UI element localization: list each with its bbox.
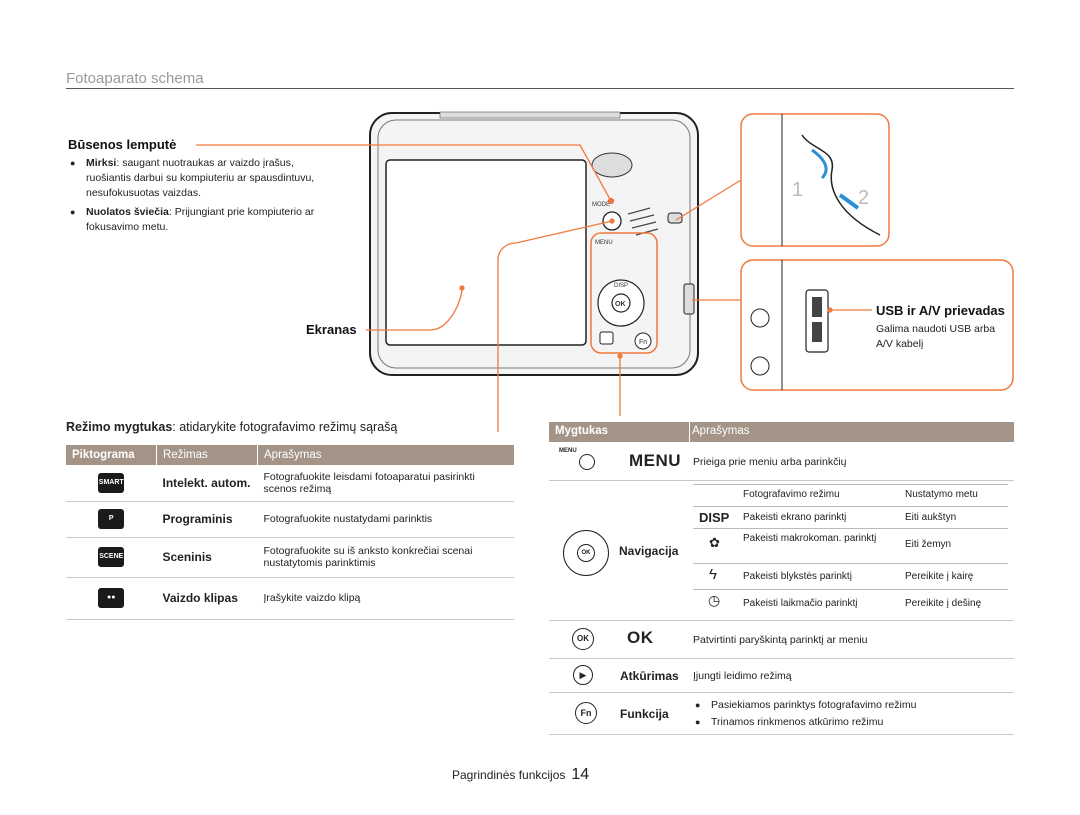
subtable-rule <box>693 528 1008 529</box>
mode-table-header: Režimas <box>156 445 258 465</box>
smart-auto-icon: SMART <box>98 472 125 493</box>
table-row: OK Navigacija Fotografavimo režimu Nusta… <box>549 480 1014 621</box>
mode-description: Fotografuokite su iš anksto konkrečiai s… <box>257 537 514 578</box>
page-footer: Pagrindinės funkcijos 14 <box>452 766 589 784</box>
menu-label: MENU <box>629 451 682 470</box>
nav-shooting-desc: Pakeisti blykstės parinktį <box>743 571 852 582</box>
subtable-rule <box>693 506 1008 507</box>
page-number: 14 <box>571 766 590 783</box>
menu-text: MENU <box>595 240 613 246</box>
disp-text: DISP <box>614 283 628 289</box>
mode-description: Fotografuokite leisdami fotoaparatui pas… <box>257 465 514 502</box>
table-row: OK OK Patvirtinti paryškintą parinktį ar… <box>549 620 1014 659</box>
strap-inset: 1 2 <box>740 113 890 247</box>
camera-body <box>369 111 699 376</box>
lcd-screen <box>385 159 587 346</box>
macro-icon: ✿ <box>709 535 720 550</box>
mode-name: Vaizdo klipas <box>156 577 258 620</box>
status-light-item: Mirksi: saugant nuotraukas ar vaizdo įra… <box>68 156 318 201</box>
status-light-heading: Būsenos lemputė <box>68 137 177 152</box>
status-light-item: Nuolatos šviečia: Prijungiant prie kompi… <box>68 205 318 235</box>
nav-setting-desc: Eiti žemyn <box>905 539 952 550</box>
button-table-header-cell: Aprašymas <box>692 425 750 437</box>
camera-diagram: MODE MENU DISP OK Fn 1 2 <box>196 111 1014 432</box>
table-row: SMART Intelekt. autom. Fotografuokite le… <box>66 465 514 502</box>
mode-table-header: Aprašymas <box>257 445 514 465</box>
page-title: Fotoaparato schema <box>66 70 204 87</box>
nav-setting-desc: Eiti aukštyn <box>905 512 957 523</box>
footer-section: Pagrindinės funkcijos <box>452 768 566 782</box>
button-table-header: Mygtukas Aprašymas <box>549 422 1014 442</box>
disp-icon: DISP <box>699 510 730 525</box>
header-divider <box>689 422 690 442</box>
fn-button-icon: Fn <box>575 702 597 724</box>
function-item: Pasiekiamos parinktys fotografavimo reži… <box>693 697 1013 714</box>
subtable-rule <box>693 563 1008 564</box>
mode-name: Programinis <box>156 501 258 538</box>
nav-setting-desc: Pereikite į kairę <box>905 571 974 582</box>
subtable-header: Nustatymo metu <box>905 489 978 500</box>
table-row: Fn Funkcija Pasiekiamos parinktys fotogr… <box>549 692 1014 735</box>
title-divider <box>66 88 1014 89</box>
timer-icon: ◷ <box>708 592 721 608</box>
menu-description: Prieiga prie meniu arba parinkčių <box>693 456 847 468</box>
mode-name: Intelekt. autom. <box>156 465 258 502</box>
scene-icon: SCENE <box>98 547 125 567</box>
status-light-list: Mirksi: saugant nuotraukas ar vaizdo įra… <box>68 156 318 235</box>
function-label: Funkcija <box>620 707 669 721</box>
status-light-callout <box>196 144 612 202</box>
table-row: SCENE Sceninis Fotografuokite su iš anks… <box>66 537 514 578</box>
mode-text: MODE <box>592 202 610 208</box>
nav-shooting-desc: Pakeisti makrokoman. parinktį <box>743 533 877 544</box>
nav-shooting-desc: Pakeisti ekrano parinktį <box>743 512 847 523</box>
program-icon: P <box>98 509 125 529</box>
mode-button-caption: Režimo mygtukas: atidarykite fotografavi… <box>66 420 398 434</box>
playback-icon: ▶ <box>573 665 593 685</box>
nav-ok-icon: OK <box>577 544 595 562</box>
menu-button-icon <box>579 454 595 470</box>
table-row: ●● Vaizdo klipas Įrašykite vaizdo klipą <box>66 577 514 620</box>
subtable-header: Fotografavimo režimu <box>743 489 840 500</box>
strap-step-2: 2 <box>858 187 869 209</box>
nav-setting-desc: Pereikite į dešinę <box>905 598 982 609</box>
screen-label: Ekranas <box>306 322 357 337</box>
mode-table: Piktograma Režimas Aprašymas SMART Intel… <box>66 445 514 620</box>
mode-description: Įrašykite vaizdo klipą <box>257 577 514 620</box>
ok-description: Patvirtinti paryškintą parinktį ar meniu <box>693 634 868 646</box>
video-icon: ●● <box>98 588 125 608</box>
usb-heading: USB ir A/V prievadas <box>876 303 1005 318</box>
function-item: Trinamos rinkmenos atkūrimo režimu <box>693 714 1013 731</box>
usb-text: Galima naudoti USB arba A/V kabelį <box>876 323 996 350</box>
playback-description: Įjungti leidimo režimą <box>693 670 792 682</box>
mode-name: Sceninis <box>156 537 258 578</box>
nav-shooting-desc: Pakeisti laikmačio parinktį <box>743 598 858 609</box>
nav-dial-icon: OK <box>563 530 609 576</box>
function-list: Pasiekiamos parinktys fotografavimo reži… <box>693 697 1013 731</box>
strap-step-1: 1 <box>792 179 803 201</box>
table-row: P Programinis Fotografuokite nustatydami… <box>66 501 514 538</box>
table-row: ▶ Atkūrimas Įjungti leidimo režimą <box>549 658 1014 693</box>
ok-label: OK <box>627 628 654 647</box>
mode-table-header: Piktograma <box>66 445 157 465</box>
button-table-header-cell: Mygtukas <box>555 425 609 437</box>
ok-text: OK <box>615 301 626 308</box>
flash-icon: ϟ <box>709 566 717 583</box>
playback-label: Atkūrimas <box>620 669 679 683</box>
subtable-rule <box>693 589 1008 590</box>
subtable-rule <box>693 484 1008 485</box>
menu-small-label: MENU <box>559 448 577 454</box>
ok-button-icon: OK <box>572 628 594 650</box>
fn-text: Fn <box>639 339 647 346</box>
usb-inset <box>740 259 1014 391</box>
navigation-label: Navigacija <box>619 544 679 558</box>
table-row: MENU MENU Prieiga prie meniu arba parink… <box>549 442 1014 481</box>
mode-description: Fotografuokite nustatydami parinktis <box>257 501 514 538</box>
